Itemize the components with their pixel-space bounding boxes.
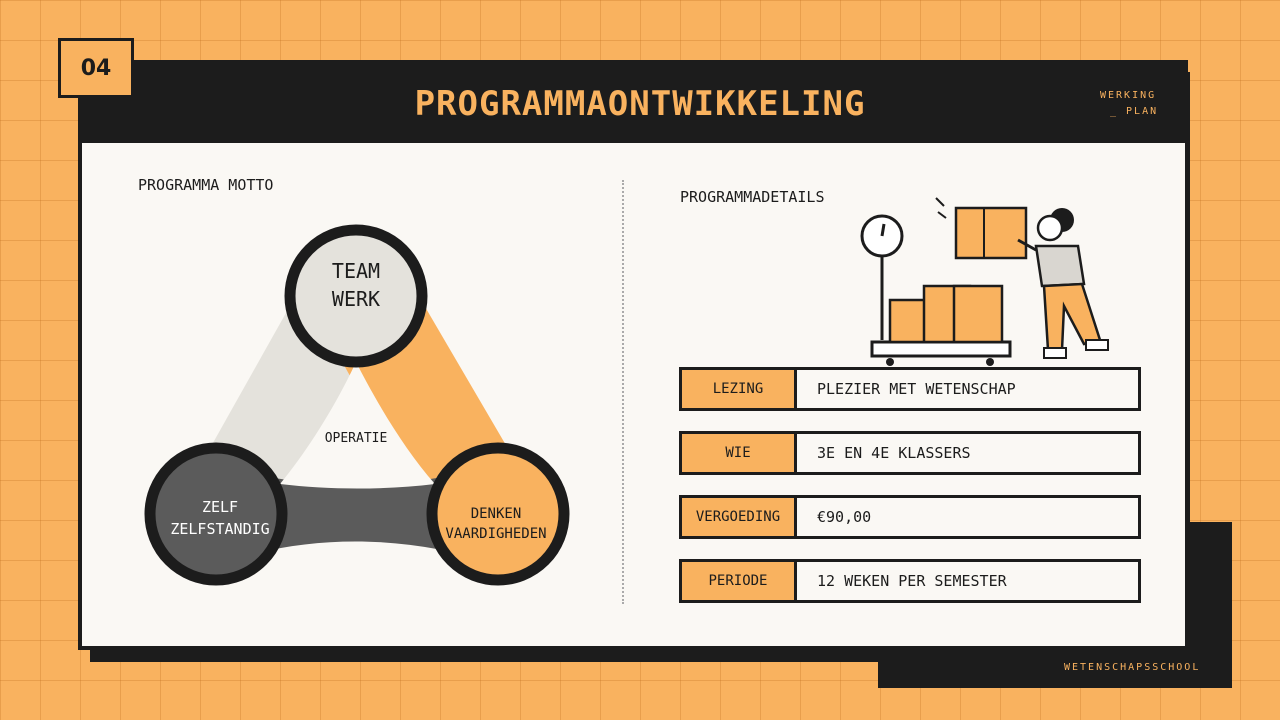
footer-text: WETENSCHAPSSCHOOL: [1064, 662, 1201, 673]
column-divider: [622, 180, 624, 604]
detail-key: PERIODE: [679, 559, 797, 603]
detail-value: 3E EN 4E KLASSERS: [797, 431, 1141, 475]
right-label-1: DENKEN: [471, 506, 522, 522]
right-label-2: VAARDIGHEDEN: [445, 526, 546, 542]
left-label-2: ZELFSTANDIG: [170, 520, 269, 538]
details-label: PROGRAMMADETAILS: [680, 188, 825, 206]
boxes-person-illustration: [860, 197, 1109, 366]
page-title: PROGRAMMAONTWIKKELING: [414, 84, 866, 124]
node-left: [144, 442, 288, 586]
motto-label: PROGRAMMA MOTTO: [138, 176, 274, 194]
detail-key: WIE: [679, 431, 797, 475]
detail-value: €90,00: [797, 495, 1141, 539]
top-label-1: TEAM: [332, 259, 380, 283]
slide-number: 04: [58, 38, 134, 98]
motto-triangle-diagram: OPERATIE TEAM WERK ZELF ZELFSTANDIG DENK…: [144, 224, 570, 586]
scale-icon: [860, 214, 904, 340]
node-top: [284, 224, 428, 368]
detail-value: PLEZIER MET WETENSCHAP: [797, 367, 1141, 411]
detail-row-vergoeding: VERGOEDING €90,00: [679, 495, 1141, 539]
center-label: OPERATIE: [325, 431, 388, 446]
left-label-1: ZELF: [202, 498, 238, 516]
detail-key: VERGOEDING: [679, 495, 797, 539]
tag-line-1: WERKING: [1100, 90, 1157, 101]
node-right: [426, 442, 570, 586]
tag-line-2: _ PLAN: [1110, 106, 1159, 117]
detail-row-wie: WIE 3E EN 4E KLASSERS: [679, 431, 1141, 475]
detail-value: 12 WEKEN PER SEMESTER: [797, 559, 1141, 603]
detail-row-periode: PERIODE 12 WEKEN PER SEMESTER: [679, 559, 1141, 603]
top-label-2: WERK: [332, 287, 380, 311]
connector-bottom: [216, 464, 498, 564]
triangle-center: [280, 362, 435, 489]
detail-key: LEZING: [679, 367, 797, 411]
detail-row-lezing: LEZING PLEZIER MET WETENSCHAP: [679, 367, 1141, 411]
